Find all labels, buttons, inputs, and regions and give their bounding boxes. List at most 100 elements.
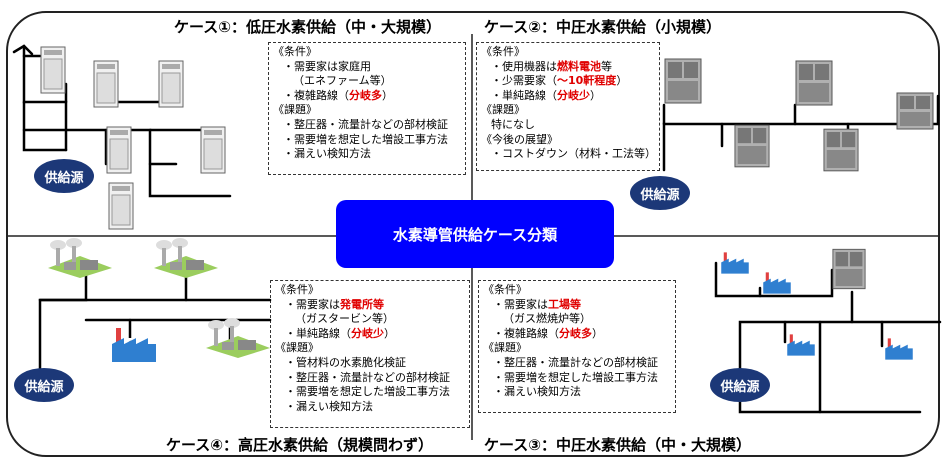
- factory-icon: [112, 328, 156, 362]
- fuel-cell-icon: [795, 60, 833, 106]
- case4-notes: 《条件》・需要家は発電所等（ガスタービン等）・単純路線（分岐少）《課題》・管材料…: [270, 280, 470, 428]
- note-emphasis: 燃料電池: [557, 59, 601, 73]
- note-text: ・需要増を想定した増設工事方法: [285, 385, 450, 399]
- note-text: ・整圧器・流量計などの部材検証: [285, 370, 450, 384]
- note-line: （ガスタービン等）: [295, 312, 465, 327]
- fuel-cell-icon: [896, 92, 934, 130]
- note-text: 《条件》: [275, 283, 319, 296]
- note-line: 《課題》: [275, 341, 465, 356]
- supply-source-case4: 供給源: [14, 368, 74, 402]
- fuel-cell-unit-icon: [40, 46, 66, 94]
- note-text: ）: [592, 326, 603, 340]
- note-text: ・需要家は家庭用: [283, 59, 371, 73]
- note-line: ・複雑路線（分岐多）: [493, 327, 671, 342]
- note-text: 《課題》: [483, 341, 527, 355]
- note-line: ・漏えい検知方法: [283, 147, 461, 162]
- note-text: 《条件》: [273, 45, 317, 58]
- note-line: ・単純路線（分岐少）: [285, 327, 465, 342]
- note-line: 《課題》: [481, 103, 655, 118]
- note-text: ・使用機器は: [491, 59, 557, 73]
- fuel-cell-icon: [664, 58, 702, 104]
- case2-title: ケース②：中圧水素供給（小規模）: [484, 18, 721, 36]
- note-text: 特になし: [491, 117, 535, 131]
- note-line: ・管材料の水素脆化検証: [285, 356, 465, 371]
- note-line: ・漏えい検知方法: [285, 400, 465, 415]
- note-text: ・漏えい検知方法: [285, 399, 373, 413]
- note-text: ・整圧器・流量計などの部材検証: [283, 117, 448, 131]
- factory-icon: [721, 252, 749, 274]
- note-line: 《条件》: [273, 45, 461, 60]
- note-line: （エネファーム等）: [293, 74, 461, 89]
- note-text: 《課題》: [481, 103, 525, 117]
- note-text: ）: [384, 326, 395, 340]
- note-line: ・整圧器・流量計などの部材検証: [283, 118, 461, 133]
- note-line: 《今後の展望》: [481, 133, 655, 148]
- note-text: 等: [601, 59, 612, 73]
- note-emphasis: 分岐少: [557, 88, 590, 102]
- fuel-cell-icon: [734, 124, 770, 168]
- note-text: ・需要増を想定した増設工事方法: [283, 132, 448, 146]
- power-plant-icon: [206, 318, 270, 358]
- note-emphasis: 分岐多: [349, 88, 382, 102]
- note-text: 《課題》: [275, 341, 319, 355]
- note-line: ・単純路線（分岐少）: [491, 89, 655, 104]
- note-text: ・需要家は: [285, 297, 340, 311]
- case3-notes: 《条件》・需要家は工場等（ガス燃焼炉等）・複雑路線（分岐多）《課題》・整圧器・流…: [478, 280, 676, 413]
- supply-source-case2: 供給源: [630, 176, 690, 210]
- center-classification-title: 水素導管供給ケース分類: [336, 200, 614, 268]
- note-text: 《課題》: [273, 103, 317, 117]
- note-line: ・使用機器は燃料電池等: [491, 60, 655, 75]
- note-line: 《課題》: [273, 103, 461, 118]
- note-text: ・単純路線（: [285, 326, 351, 340]
- note-text: ）: [382, 88, 393, 102]
- note-text: 《今後の展望》: [481, 132, 558, 146]
- note-line: ・複雑路線（分岐多）: [283, 89, 461, 104]
- fuel-cell-icon: [832, 248, 866, 290]
- note-text: ・整圧器・流量計などの部材検証: [493, 355, 658, 369]
- power-plant-icon: [154, 238, 218, 278]
- note-text: 《条件》: [481, 45, 525, 58]
- note-text: ・コストダウン（材料・工法等）: [491, 147, 656, 161]
- note-line: ・需要増を想定した増設工事方法: [493, 371, 671, 386]
- case1-notes: 《条件》・需要家は家庭用（エネファーム等）・複雑路線（分岐多）《課題》・整圧器・…: [268, 42, 466, 175]
- note-emphasis: 分岐多: [559, 326, 592, 340]
- note-line: （ガス燃焼炉等）: [503, 312, 671, 327]
- case3-title: ケース③：中圧水素供給（中・大規模）: [484, 436, 751, 454]
- note-line: ・少需要家（～10軒程度）: [491, 74, 655, 89]
- note-line: ・需要増を想定した増設工事方法: [283, 133, 461, 148]
- note-text: ・少需要家（: [491, 74, 557, 88]
- fuel-cell-unit-icon: [158, 60, 184, 108]
- case2-notes: 《条件》・使用機器は燃料電池等・少需要家（～10軒程度）・単純路線（分岐少）《課…: [476, 42, 660, 171]
- supply-source-case3: 供給源: [710, 368, 770, 402]
- note-text: （エネファーム等）: [293, 74, 392, 88]
- note-line: ・需要家は工場等: [493, 298, 671, 313]
- note-emphasis: 発電所等: [340, 297, 384, 311]
- note-line: 《課題》: [483, 341, 671, 356]
- note-text: ）: [616, 74, 628, 88]
- factory-icon: [885, 338, 913, 360]
- case1-title: ケース①：低圧水素供給（中・大規模）: [174, 18, 441, 36]
- note-emphasis: 工場等: [548, 297, 581, 311]
- note-text: 《条件》: [483, 283, 527, 296]
- note-line: 《条件》: [483, 283, 671, 298]
- rounded-frame: [6, 11, 940, 457]
- note-line: ・漏えい検知方法: [493, 385, 671, 400]
- supply-source-case1: 供給源: [34, 159, 94, 193]
- fuel-cell-icon: [823, 128, 859, 172]
- note-text: ・需要増を想定した増設工事方法: [493, 370, 658, 384]
- factory-icon: [787, 334, 815, 356]
- note-line: 《条件》: [275, 283, 465, 298]
- note-text: ・複雑路線（: [283, 88, 349, 102]
- note-emphasis: 分岐少: [351, 326, 384, 340]
- note-line: ・整圧器・流量計などの部材検証: [285, 371, 465, 386]
- note-text: ・管材料の水素脆化検証: [285, 355, 406, 369]
- note-line: 《条件》: [481, 45, 655, 60]
- factory-icon: [763, 272, 791, 294]
- note-text: （ガス燃焼炉等）: [503, 312, 591, 326]
- note-line: ・整圧器・流量計などの部材検証: [493, 356, 671, 371]
- fuel-cell-unit-icon: [200, 126, 226, 174]
- power-plant-icon: [48, 238, 112, 278]
- case4-title: ケース④：高圧水素供給（規模問わず）: [166, 436, 433, 454]
- note-emphasis: ～10軒程度: [557, 74, 617, 88]
